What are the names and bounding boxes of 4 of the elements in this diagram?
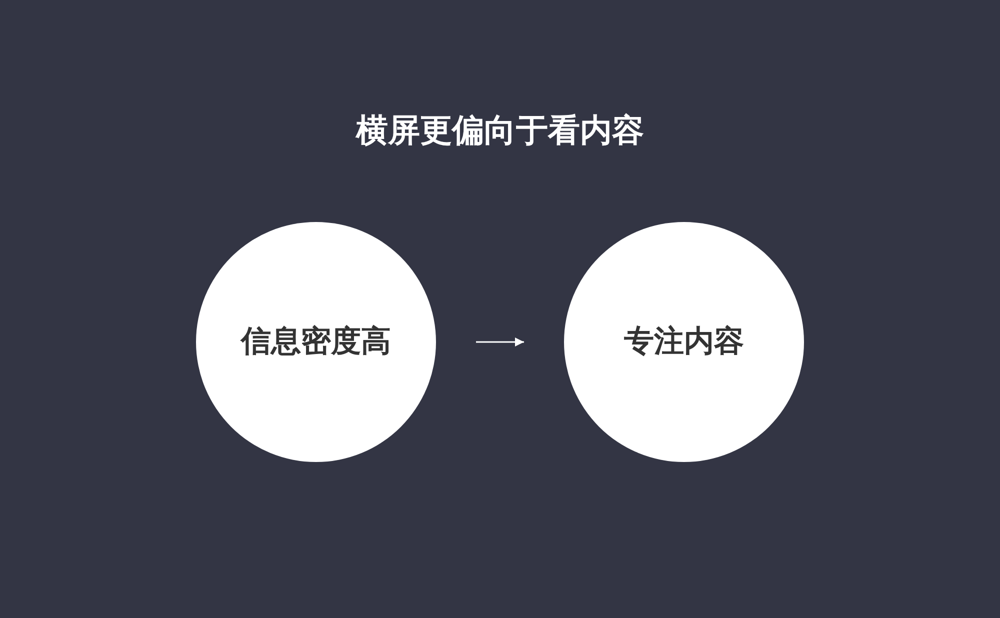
arrow: [476, 338, 524, 346]
node-label: 信息密度高: [241, 323, 391, 361]
node-label: 专注内容: [624, 323, 744, 361]
title: 横屏更偏向于看内容: [356, 110, 644, 151]
